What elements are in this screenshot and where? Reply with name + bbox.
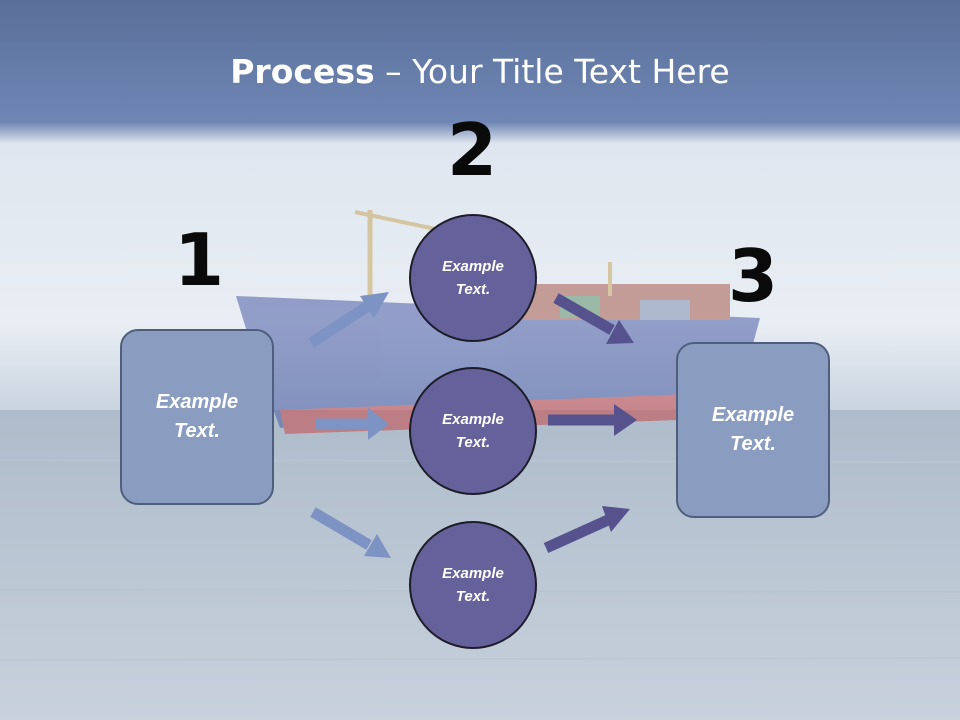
step3-box: Example Text. — [676, 342, 830, 518]
title-rest: – Your Title Text Here — [374, 52, 730, 91]
step-number-1: 1 — [173, 218, 225, 302]
circle-bottom-text: Example Text. — [442, 565, 504, 605]
slide-title: Process – Your Title Text Here — [0, 52, 960, 91]
step2-circle-bottom: Example Text. — [409, 521, 537, 649]
step2-circle-top: Example Text. — [409, 214, 537, 342]
step-number-3: 3 — [727, 234, 779, 318]
step-number-2: 2 — [446, 108, 498, 192]
step1-box-text: Example Text. — [155, 391, 239, 442]
title-bold: Process — [230, 52, 375, 91]
circle-middle-text: Example Text. — [442, 411, 504, 451]
step3-box-text: Example Text. — [711, 404, 795, 455]
step2-circle-middle: Example Text. — [409, 367, 537, 495]
step1-box: Example Text. — [120, 329, 274, 505]
circle-top-text: Example Text. — [442, 258, 504, 298]
